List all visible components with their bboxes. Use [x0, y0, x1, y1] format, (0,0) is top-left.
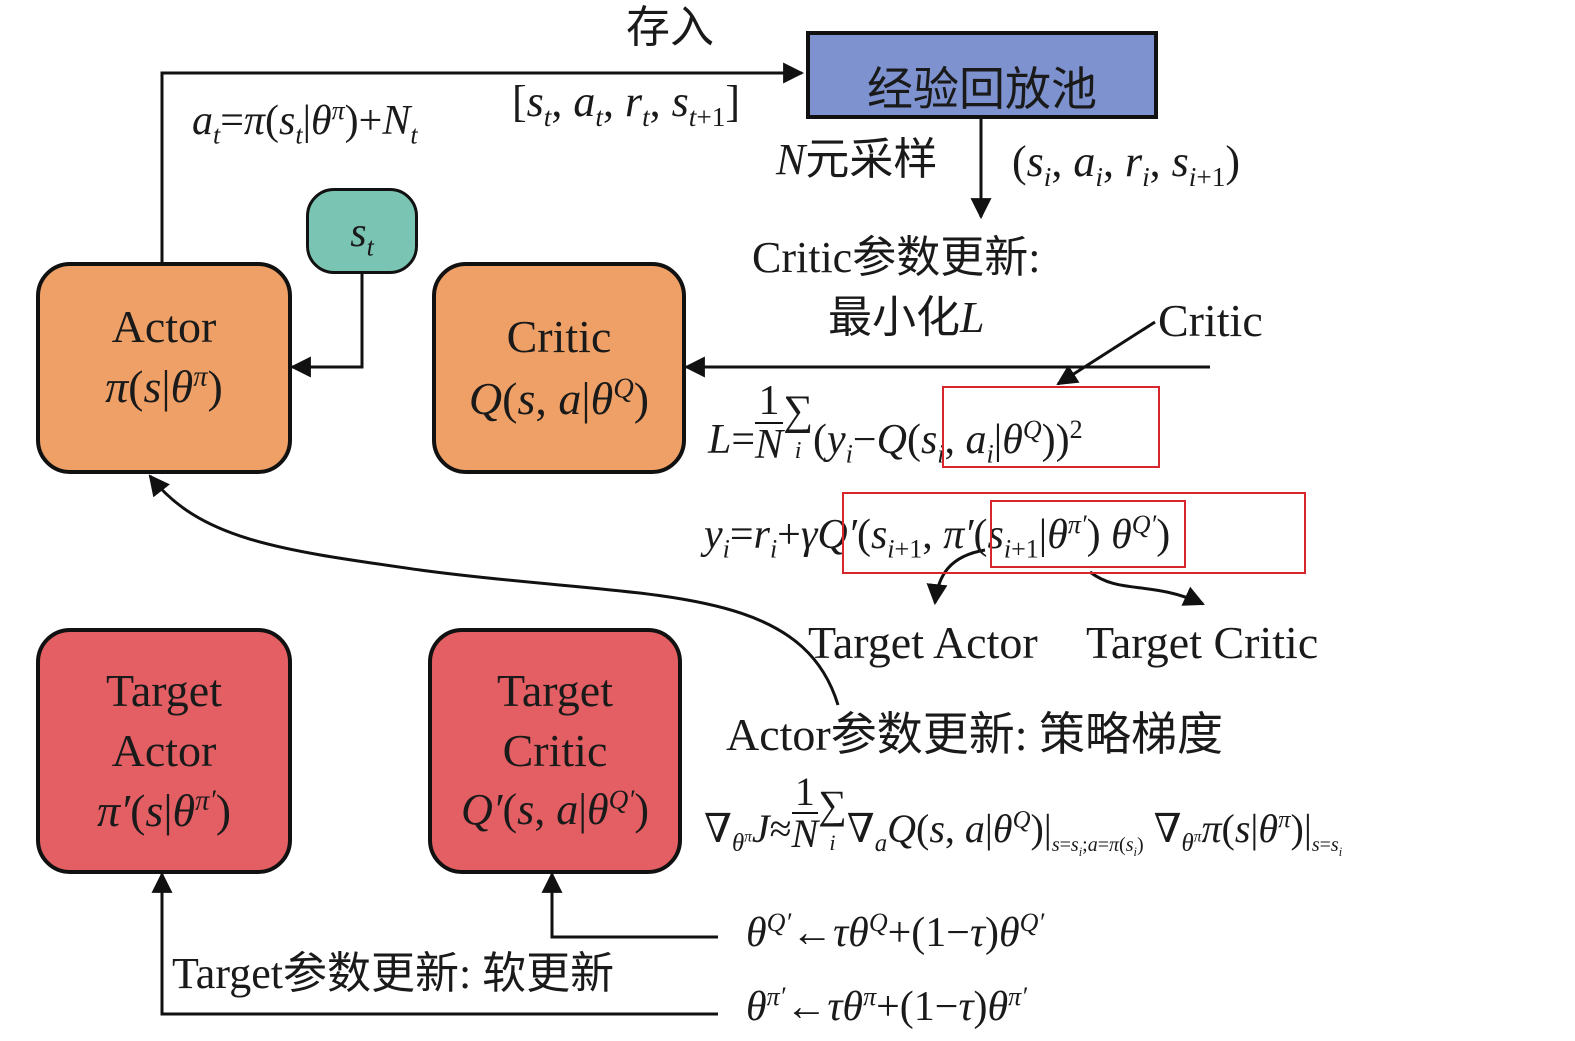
target-actor-box: Target Actor π′(s|θπ′) [36, 628, 292, 874]
target-critic-name-2: Critic [502, 725, 608, 776]
replay-buffer-box: 经验回放池 [806, 31, 1158, 119]
critic-name: Critic [506, 311, 612, 362]
store-tuple: [st, at, rt, st+1] [512, 77, 741, 132]
replay-buffer-label: 经验回放池 [867, 64, 1097, 115]
store-arrow [160, 62, 805, 262]
critic-pointer-label: Critic [1158, 295, 1263, 346]
soft-update-critic-arrow [541, 871, 718, 939]
target-actor-func: π′(s|θπ′) [96, 785, 232, 836]
target-critic-highlight-box [842, 492, 1306, 574]
state-label: st [350, 210, 374, 262]
soft-update-pi-equation: θπ′←τθπ+(1−τ)θπ′ [746, 982, 1027, 1030]
target-critic-name-1: Target [497, 665, 613, 716]
state-arrow [289, 272, 364, 378]
action-equation: at=π(st|θπ)+Nt [192, 96, 418, 150]
sample-tuple: (si, ai, ri, si+1) [1012, 137, 1241, 192]
actor-name: Actor [111, 301, 217, 352]
target-critic-box: Target Critic Q′(s, a|θQ′) [428, 628, 682, 874]
target-actor-highlight-box [990, 500, 1186, 568]
target-actor-name-2: Actor [111, 725, 217, 776]
target-update-title: Target参数更新: 软更新 [172, 949, 615, 998]
state-node: st [306, 188, 418, 274]
actor-func: π(s|θπ) [105, 361, 223, 412]
critic-update-subtitle: 最小化L [828, 293, 985, 342]
soft-update-q-equation: θQ′←τθQ+(1−τ)θQ′ [746, 908, 1045, 956]
actor-box: Actor π(s|θπ) [36, 262, 292, 474]
target-actor-pointer [926, 548, 986, 606]
sample-label: N元采样 [776, 135, 938, 184]
critic-update-title: Critic参数更新: [752, 233, 1041, 282]
target-critic-func: Q′(s, a|θQ′) [461, 784, 649, 834]
store-label: 存入 [626, 3, 714, 52]
actor-update-title: Actor参数更新: 策略梯度 [726, 709, 1224, 760]
critic-box: Critic Q(s, a|θQ) [432, 262, 686, 474]
soft-update-actor-arrow [151, 871, 718, 1016]
target-actor-name-1: Target [106, 665, 222, 716]
target-actor-pointer-label: Target Actor [808, 617, 1038, 668]
target-value-equation: yi=ri+γQ′(si+1, π′(si+1|θπ′) θQ′) [704, 510, 1171, 564]
critic-label-pointer [1056, 320, 1156, 386]
target-critic-pointer [1089, 570, 1205, 606]
actor-update-arrow [148, 474, 840, 706]
target-critic-pointer-label: Target Critic [1086, 617, 1319, 668]
critic-highlight-box [942, 386, 1160, 468]
critic-func: Q(s, a|θQ) [468, 373, 650, 424]
